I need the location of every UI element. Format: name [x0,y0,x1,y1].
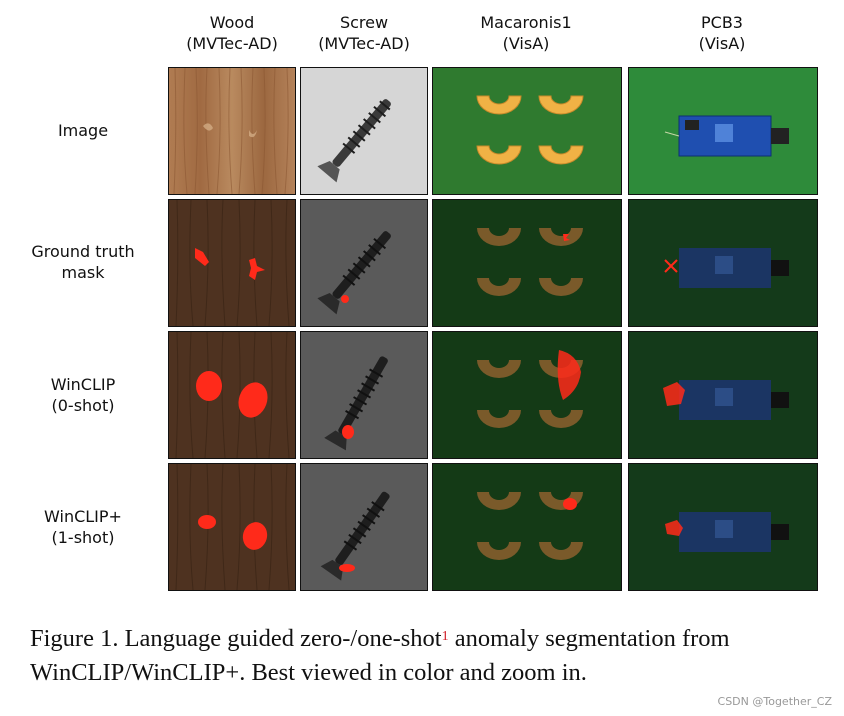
footnote-marker: 1 [441,629,449,644]
image-pcb [628,67,818,195]
image-screw [300,67,428,195]
column-header-screw: Screw (MVTec-AD) [318,13,410,53]
column-header-pcb: PCB3 (VisA) [698,13,746,53]
winclipplus-macaronis [432,463,622,591]
figure-caption: Figure 1. Language guided zero-/one-shot… [30,625,730,686]
row-label-image: Image [57,121,109,140]
winclip-wood [168,331,296,459]
mask-macaronis [432,199,622,327]
row-label-ground-truth: Ground truth mask [31,242,135,282]
image-wood [168,67,296,195]
winclip-screw [300,331,428,459]
row-label-winclip-plus: WinCLIP+ (1-shot) [44,507,122,547]
image-macaronis [432,67,622,195]
mask-screw [300,199,428,327]
winclip-macaronis [432,331,622,459]
winclip-pcb [628,331,818,459]
row-label-winclip: WinCLIP (0-shot) [50,375,116,415]
winclipplus-pcb [628,463,818,591]
watermark: CSDN @Together_CZ [717,695,832,708]
winclipplus-screw [300,463,428,591]
winclipplus-wood [168,463,296,591]
mask-pcb [628,199,818,327]
mask-wood [168,199,296,327]
column-header-wood: Wood (MVTec-AD) [186,13,278,53]
column-header-macaronis: Macaronis1 (VisA) [480,13,572,53]
